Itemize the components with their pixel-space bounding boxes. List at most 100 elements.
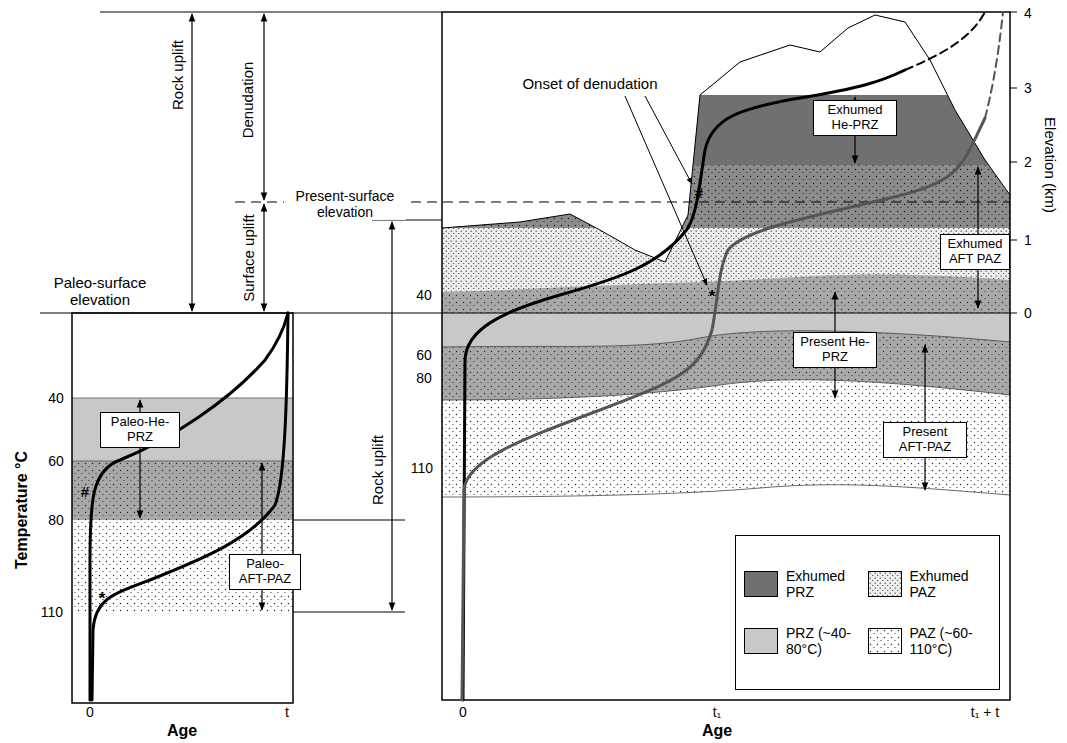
legend-text: PAZ (~60-110°C)	[910, 625, 992, 657]
exhumed-overlap-band	[442, 0, 1010, 313]
pattern-sample	[869, 572, 901, 596]
label-text: 110	[411, 460, 433, 476]
zone-label-box: Paleo-AFT-PAZ	[229, 554, 301, 590]
band-line	[72, 398, 293, 399]
band-line	[442, 331, 1010, 347]
right-plot-frame	[442, 12, 1010, 700]
label-text: *	[99, 589, 106, 609]
legend-item: PRZ (~40-80°C)	[744, 625, 868, 657]
legend-item: Exhumed PAZ	[868, 568, 992, 600]
legend-swatch	[744, 628, 778, 654]
zone-label: Exhumed He-PRZ	[818, 103, 892, 133]
elevation-ticks	[1010, 12, 1017, 313]
label-text: t₁ + t	[971, 704, 999, 720]
top-line	[100, 12, 442, 13]
exhumed-zones	[442, 0, 1010, 313]
legend-pattern	[869, 629, 901, 653]
tick-line	[293, 520, 405, 521]
present-prz-band	[442, 313, 1010, 347]
legend-text: Exhumed PRZ	[786, 568, 868, 600]
denudation-arrow	[263, 14, 264, 200]
legend-item: PAZ (~60-110°C)	[868, 625, 992, 657]
label-text: Denudation	[239, 62, 256, 139]
label-text: Age	[702, 722, 732, 740]
label-text: 40	[416, 287, 432, 303]
age-curves	[90, 12, 1003, 700]
aft-age-curve-projected	[985, 12, 1003, 118]
zone-label-box: Present AFT-PAZ	[883, 422, 967, 458]
label-text: Rock uplift	[369, 435, 386, 505]
zone-label: Present AFT-PAZ	[888, 425, 962, 455]
legend-pattern	[869, 572, 901, 596]
he-age-curve-projected	[905, 12, 985, 70]
label-text: 0	[459, 704, 467, 720]
label-text: #	[695, 184, 703, 201]
label-text: *	[709, 287, 716, 307]
exhumed-prz-band	[442, 0, 1010, 165]
label-text: Onset of denudation	[522, 75, 657, 92]
label-text: 80	[48, 512, 64, 528]
aft-age-curve	[92, 313, 288, 700]
tick	[1010, 88, 1017, 89]
legend-swatch	[868, 571, 902, 597]
pattern-sample	[869, 629, 901, 653]
label-text: Present-surface elevation	[284, 188, 406, 220]
legend-item: Exhumed PRZ	[744, 568, 868, 600]
label-text: Paleo-surface elevation	[35, 274, 165, 309]
leader-lines	[625, 96, 707, 285]
band-line	[72, 461, 293, 462]
zone-label-box: Exhumed He-PRZ	[813, 100, 897, 136]
zone-arrow	[924, 345, 925, 490]
exhumed-paz-band	[442, 0, 1010, 292]
label-text: Age	[167, 722, 197, 740]
zone-label-box: Present He-PRZ	[793, 332, 877, 368]
label-text: 60	[48, 453, 64, 469]
legend-swatch	[744, 571, 778, 597]
label-text: 3	[1024, 80, 1032, 96]
paleo-surface-line	[40, 313, 442, 314]
label-text: 40	[48, 390, 64, 406]
zone-label: Present He-PRZ	[798, 335, 872, 365]
label-text: 0	[86, 704, 94, 720]
tick	[1010, 162, 1017, 163]
leader-line	[625, 96, 707, 285]
legend-text: PRZ (~40-80°C)	[786, 625, 868, 657]
leader-line	[645, 96, 692, 184]
zone-label: Exhumed AFT PAZ	[945, 237, 1005, 267]
label-text: Elevation (km)	[1041, 117, 1058, 213]
label-text: t₁	[713, 704, 722, 720]
surface-uplift-arrow	[263, 204, 264, 311]
tick	[1010, 313, 1017, 314]
tick	[1010, 240, 1017, 241]
zone-label-box: Paleo-He-PRZ	[100, 412, 180, 448]
label-text: #	[81, 483, 89, 500]
terrain-outline	[442, 15, 1010, 262]
label-text: 1	[1024, 232, 1032, 248]
zone-label-box: Exhumed AFT PAZ	[940, 234, 1010, 270]
label-text: t	[285, 704, 289, 720]
zone-label: Paleo-He-PRZ	[105, 415, 175, 445]
rock-uplift-arrow	[391, 222, 392, 610]
exhumed-prz-paz-band	[442, 0, 1010, 228]
label-text: 4	[1024, 5, 1032, 21]
label-text: 2	[1024, 154, 1032, 170]
zero-line	[442, 313, 1010, 314]
reference-lines	[40, 12, 1010, 612]
tick-line	[293, 612, 405, 613]
label-text: 60	[416, 347, 432, 363]
present-paz-band	[442, 313, 1010, 497]
label-text: 110	[41, 604, 63, 620]
rock-uplift-arrow	[191, 14, 192, 311]
legend-text: Exhumed PAZ	[910, 568, 992, 600]
he-age-curve	[90, 313, 288, 700]
label-text: 0	[1024, 305, 1032, 321]
label-text: 80	[416, 370, 432, 386]
left-plot-frame	[72, 313, 293, 703]
mountain-top	[442, 0, 1010, 95]
label-text: Surface uplift	[240, 214, 257, 302]
label-text: Temperature °C	[13, 451, 31, 569]
label-text: Rock uplift	[169, 40, 186, 110]
dimension-arrows	[140, 14, 978, 610]
zone-label: Paleo-AFT-PAZ	[234, 557, 296, 587]
